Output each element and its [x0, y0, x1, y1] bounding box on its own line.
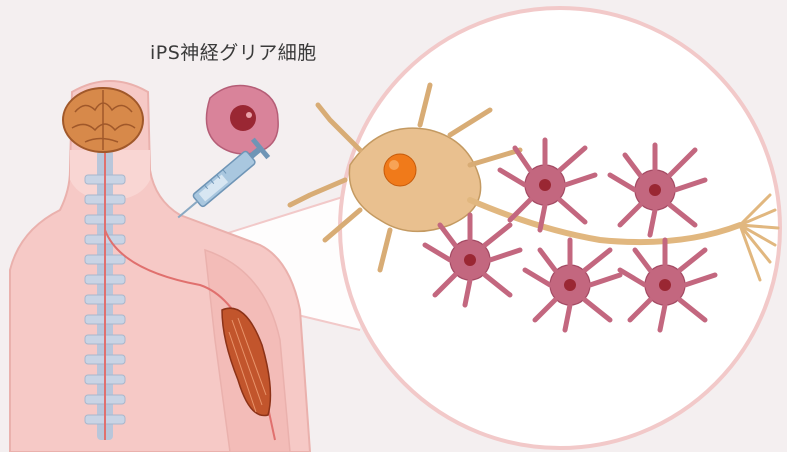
cell-type-label: iPS神経グリア細胞	[150, 38, 317, 65]
syringe-icon	[170, 138, 270, 227]
brain-icon	[63, 88, 143, 152]
cell-cluster-icon	[206, 86, 278, 154]
